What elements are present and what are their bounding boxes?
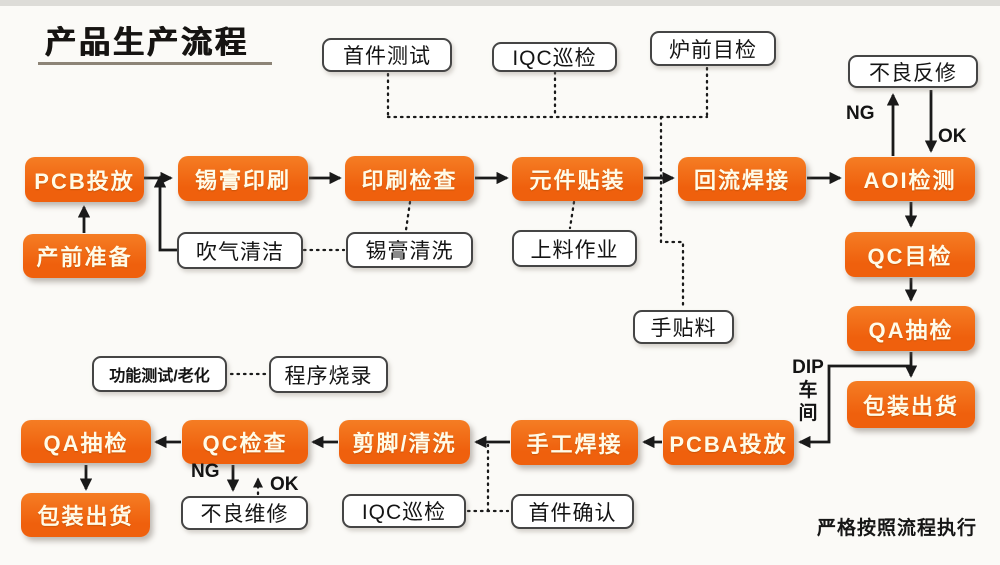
node-qc-visual-check: QC目检: [845, 232, 975, 277]
node-paste-wash: 锡膏清洗: [346, 232, 473, 268]
node-pre-production: 产前准备: [23, 234, 146, 278]
node-iqc-patrol-bottom: IQC巡检: [342, 494, 466, 528]
node-material-loading: 上料作业: [512, 230, 637, 267]
node-furnace-visual-check: 炉前目检: [650, 31, 776, 66]
page-title: 产品生产流程: [45, 25, 249, 60]
ng-label-top: NG: [846, 103, 875, 124]
node-qa-sampling-top: QA抽检: [847, 306, 975, 351]
dip-workshop-label: DIP 车 间: [789, 356, 827, 425]
dip-workshop-line1: DIP: [792, 357, 824, 378]
dip-workshop-line3: 间: [798, 403, 818, 424]
node-pcb-feed: PCB投放: [25, 157, 144, 202]
ok-label-top: OK: [938, 126, 967, 147]
node-defect-repair: 不良维修: [181, 496, 308, 530]
node-print-inspection: 印刷检查: [345, 156, 474, 201]
node-pcba-feed: PCBA投放: [663, 420, 794, 465]
node-pack-ship-top: 包装出货: [847, 381, 975, 428]
dip-workshop-line2: 车: [798, 380, 818, 401]
node-function-test-aging: 功能测试/老化: [92, 356, 227, 392]
node-program-burning: 程序烧录: [269, 356, 388, 393]
node-reflow-solder: 回流焊接: [678, 157, 806, 201]
title-underline: [38, 62, 272, 65]
node-first-article-test: 首件测试: [322, 38, 452, 72]
node-air-blow-clean: 吹气清洁: [177, 232, 303, 269]
node-pack-ship-bottom: 包装出货: [21, 493, 150, 537]
dotted-links: [229, 66, 709, 513]
node-first-article-confirm: 首件确认: [511, 494, 634, 529]
node-hand-placement: 手贴料: [633, 310, 734, 344]
node-qc-inspection: QC检查: [182, 420, 308, 464]
ng-label-bottom: NG: [191, 461, 220, 482]
node-trim-clean: 剪脚/清洗: [339, 420, 470, 464]
solid-arrows: [77, 90, 938, 492]
node-aoi-inspection: AOI检测: [845, 157, 975, 201]
node-component-mount: 元件贴装: [512, 157, 643, 201]
node-solder-paste-print: 锡膏印刷: [178, 156, 308, 201]
footer-note: 严格按照流程执行: [817, 518, 978, 539]
node-defect-rework: 不良反修: [848, 55, 978, 88]
ok-label-bottom: OK: [270, 474, 299, 495]
node-qa-sampling-bottom: QA抽检: [21, 420, 151, 463]
node-iqc-patrol-top: IQC巡检: [492, 42, 617, 72]
node-hand-solder: 手工焊接: [511, 420, 638, 465]
